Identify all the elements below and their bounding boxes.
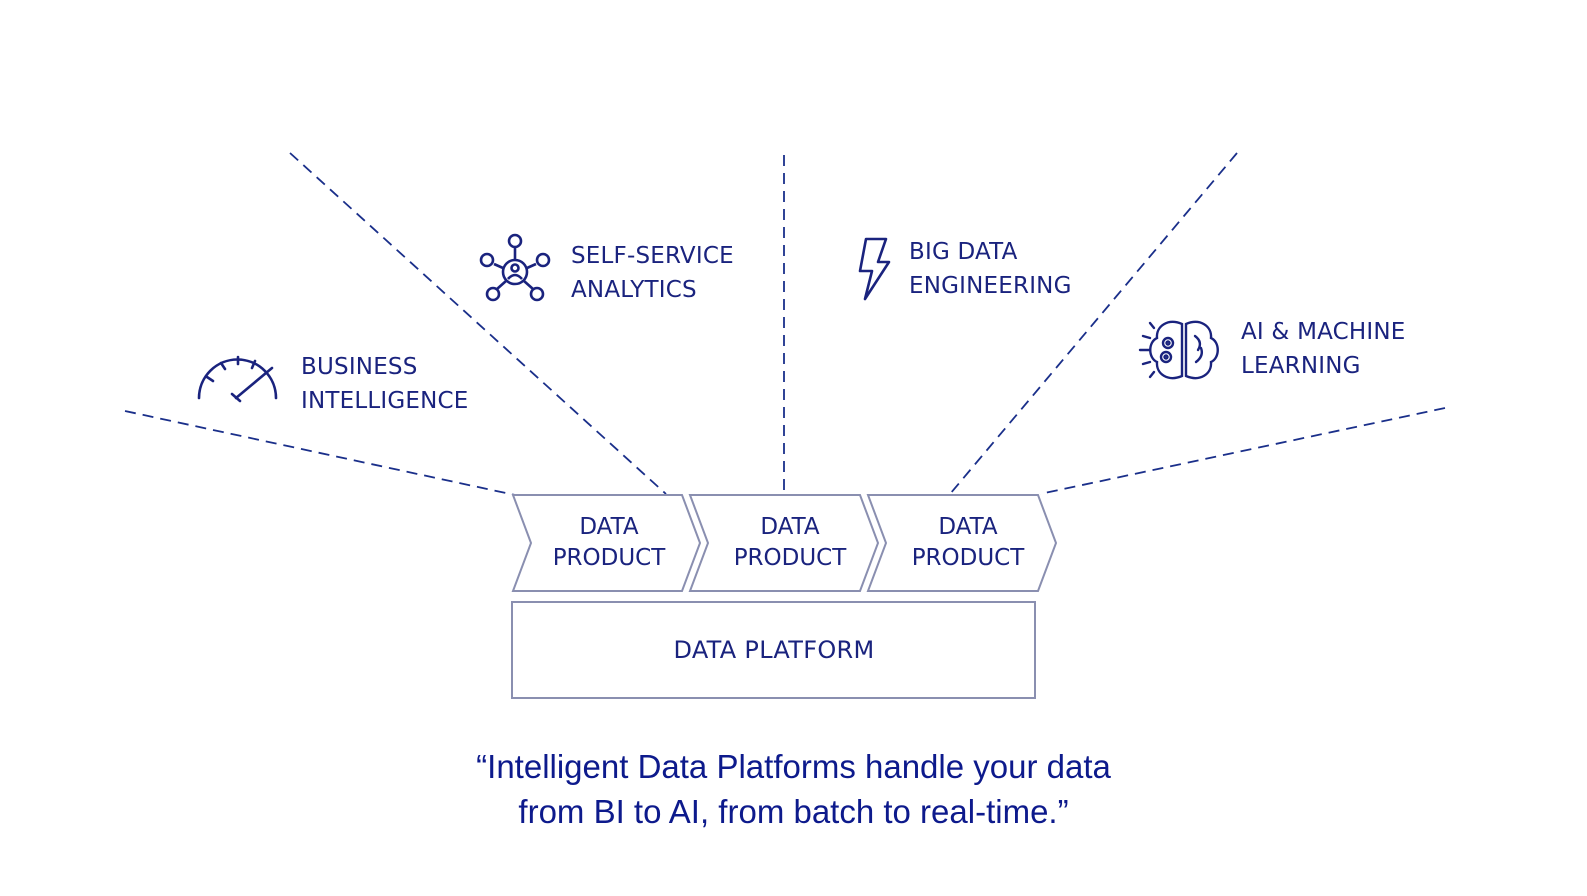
data-platform-label: DATA PLATFORM <box>673 636 875 664</box>
category-label-ai-machine-learning: AI & MACHINE LEARNING <box>1241 319 1406 379</box>
lightning-icon <box>858 237 891 301</box>
connector-line-bi <box>124 410 516 496</box>
quote-text: “Intelligent Data Platforms handle your … <box>476 748 1111 830</box>
data-product-label-2: DATA PRODUCT <box>733 514 847 571</box>
connector-line-ssa <box>289 152 667 495</box>
connector-lines <box>124 152 1446 496</box>
brain-gears-icon <box>1138 320 1219 380</box>
data-product-chevron-3 <box>866 494 1058 592</box>
gauge-icon <box>197 355 278 403</box>
data-product-chevron-1 <box>511 494 702 592</box>
data-product-label-1: DATA PRODUCT <box>552 514 666 571</box>
data-product-label-3: DATA PRODUCT <box>911 514 1025 571</box>
category-label-self-service-analytics: SELF-SERVICE ANALYTICS <box>571 243 734 303</box>
network-user-icon <box>479 233 551 302</box>
category-label-big-data-engineering: BIG DATA ENGINEERING <box>909 239 1072 299</box>
data-product-chevron-2 <box>688 494 880 592</box>
category-label-business-intelligence: BUSINESS INTELLIGENCE <box>301 354 469 414</box>
connector-line-bde <box>949 152 1238 495</box>
connector-line-ml <box>1039 407 1446 495</box>
data-platform-box <box>511 601 1036 699</box>
data-product-shapes <box>511 494 1058 592</box>
